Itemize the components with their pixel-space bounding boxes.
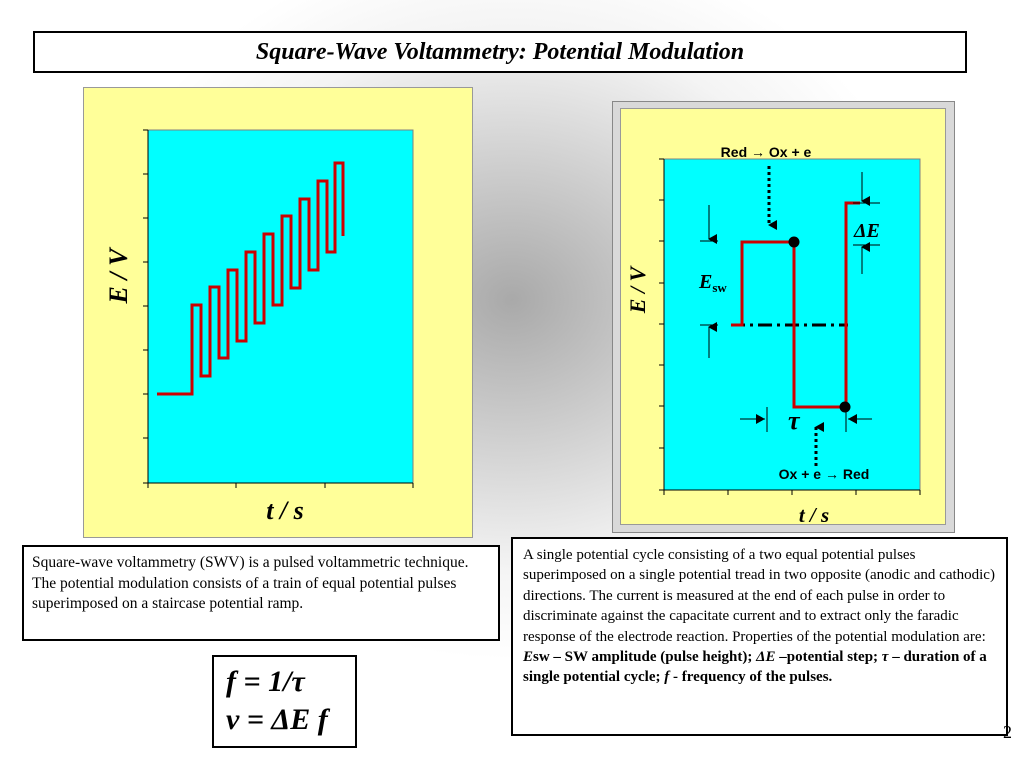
left-x-label: t / s xyxy=(266,496,304,525)
right-y-label: E / V xyxy=(625,264,650,314)
right-x-label: t / s xyxy=(799,503,829,527)
cycle-description-box: A single potential cycle consisting of a… xyxy=(511,537,1008,736)
reverse-measurement-point xyxy=(839,401,851,413)
single-cycle-trace xyxy=(731,201,860,409)
esw-symbol: E xyxy=(523,649,534,666)
delta-e-definition: –potential step; xyxy=(775,649,882,666)
esw-dimension xyxy=(700,205,718,358)
esw-label: Esw xyxy=(698,271,727,295)
forward-measurement-point xyxy=(788,236,800,248)
frequency-formula: f = 1/τ xyxy=(226,665,305,698)
delta-e-symbol: ΔE xyxy=(756,649,776,666)
title-box: Square-Wave Voltammetry: Potential Modul… xyxy=(33,31,967,73)
tau-definition: – duration of a single potential cycle; xyxy=(523,649,987,686)
formula-box: f = 1/τ v = ΔE f xyxy=(212,655,357,748)
cycle-description-intro: A single potential cycle consisting of a… xyxy=(523,547,995,645)
left-staircase-trace xyxy=(157,161,345,396)
f-symbol: f xyxy=(664,669,670,686)
slide-title: Square-Wave Voltammetry: Potential Modul… xyxy=(255,38,745,65)
f-definition: - frequency of the pulses. xyxy=(669,669,833,686)
delta-e-dimension xyxy=(853,172,880,274)
swv-description-box: Square-wave voltammetry (SWV) is a pulse… xyxy=(22,545,500,641)
bottom-reaction-label: Ox + e → Red xyxy=(779,466,870,482)
delta-e-label: ΔE xyxy=(853,220,880,242)
scan-rate-formula: v = ΔE f xyxy=(226,703,328,736)
left-y-axis xyxy=(143,129,149,484)
left-y-label: E / V xyxy=(104,246,133,305)
tau-symbol: τ xyxy=(881,649,889,666)
page-number: 2 xyxy=(1003,722,1012,742)
right-x-axis xyxy=(663,489,921,495)
right-y-axis xyxy=(659,158,665,491)
tau-label: τ xyxy=(788,406,801,435)
left-x-axis xyxy=(147,482,414,488)
esw-definition: sw – SW amplitude (pulse height); xyxy=(533,649,757,666)
top-reaction-label: Red → Ox + e xyxy=(721,144,812,160)
swv-description-text: Square-wave voltammetry (SWV) is a pulse… xyxy=(32,554,469,612)
tau-dimension xyxy=(740,407,872,432)
